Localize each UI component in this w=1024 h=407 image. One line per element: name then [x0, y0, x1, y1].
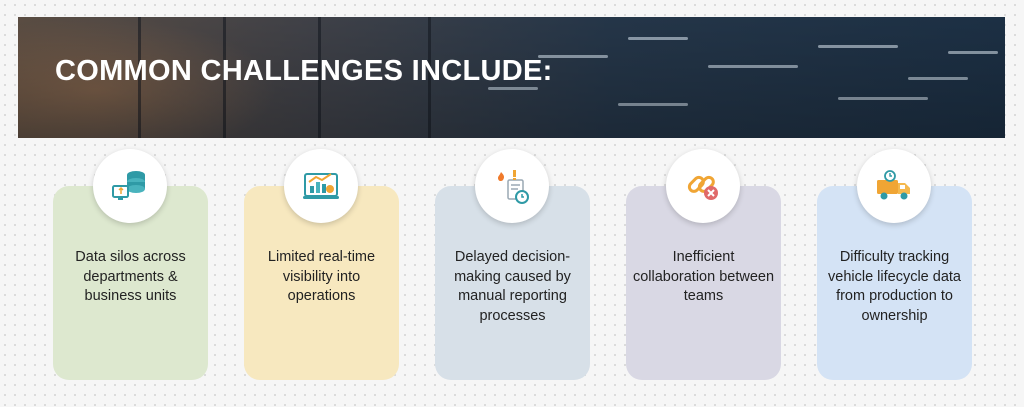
challenge-text: Limited real-time visibility into operat…: [267, 249, 376, 304]
banner-pillar: [318, 17, 321, 138]
challenge-text: Data silos across departments & business…: [75, 249, 186, 304]
header-banner: COMMON CHALLENGES INCLUDE:: [18, 17, 1005, 138]
delivery-truck-icon: [857, 149, 931, 223]
ceiling-light: [488, 87, 538, 90]
challenge-text: Difficulty tracking vehicle lifecycle da…: [828, 249, 961, 324]
ceiling-light: [538, 55, 608, 58]
ceiling-light: [818, 45, 898, 48]
banner-pillar: [223, 17, 226, 138]
ceiling-light: [628, 37, 688, 40]
ceiling-light: [838, 97, 928, 100]
banner-overlay: [18, 17, 1005, 138]
banner-light-glow: [18, 17, 278, 138]
ceiling-light: [618, 103, 688, 106]
challenge-text: Delayed decision-making caused by manual…: [454, 249, 571, 324]
broken-link-icon: [666, 149, 740, 223]
analytics-monitor-icon: [284, 149, 358, 223]
banner-pillar: [428, 17, 431, 138]
ceiling-light: [908, 77, 968, 80]
ceiling-light: [948, 51, 998, 54]
database-icon: [93, 149, 167, 223]
ceiling-light: [708, 65, 798, 68]
delayed-report-icon: [475, 149, 549, 223]
challenge-text: Inefficient collaboration between teams: [632, 249, 775, 304]
banner-pillar: [138, 17, 141, 138]
challenge-card-data-silos: Data silos across departments & business…: [53, 186, 208, 380]
page-title: COMMON CHALLENGES INCLUDE:: [55, 55, 553, 87]
